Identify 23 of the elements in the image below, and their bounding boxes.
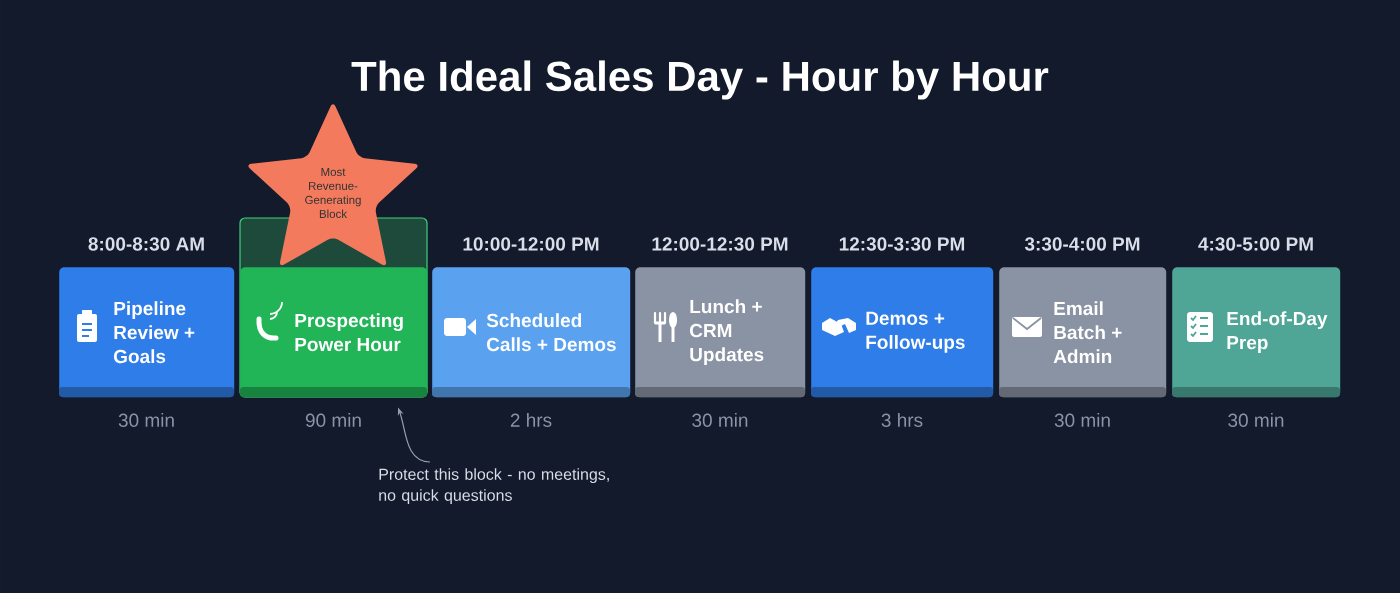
star-badge: Most Revenue-Generating Block [248, 104, 418, 266]
activity-box: Scheduled Calls + Demos [432, 267, 631, 398]
activity-box: Lunch + CRM Updates [635, 267, 806, 398]
duration-label: 30 min [692, 413, 748, 427]
activity-box: Email Batch + Admin [999, 267, 1167, 398]
title: The Ideal Sales Day - Hour by Hour [351, 60, 1049, 100]
activity-box: Prospecting Power Hour [240, 267, 428, 398]
time-label: 12:30-3:30 PM [839, 237, 965, 251]
duration-label: 2 hrs [510, 413, 552, 427]
activity-box: Pipeline Review + Goals [59, 267, 235, 398]
annotation-note: Protect this block - no meetings, no quick questions [379, 468, 609, 505]
activity-box: Demos + Follow-ups [811, 267, 994, 398]
activity-box: End-of-Day Prep [1172, 267, 1341, 398]
duration-label: 30 min [1228, 413, 1284, 427]
time-label: 10:00-12:00 PM [463, 237, 599, 251]
duration-label: 30 min [1054, 413, 1110, 427]
time-label: 8:00-8:30 AM [88, 237, 204, 251]
time-label: 3:30-4:00 PM [1024, 237, 1140, 251]
duration-label: 90 min [305, 413, 361, 427]
duration-label: 3 hrs [881, 413, 923, 427]
time-label: 12:00-12:30 PM [652, 237, 788, 251]
duration-label: 30 min [118, 413, 174, 427]
time-label: 4:30-5:00 PM [1198, 237, 1313, 251]
